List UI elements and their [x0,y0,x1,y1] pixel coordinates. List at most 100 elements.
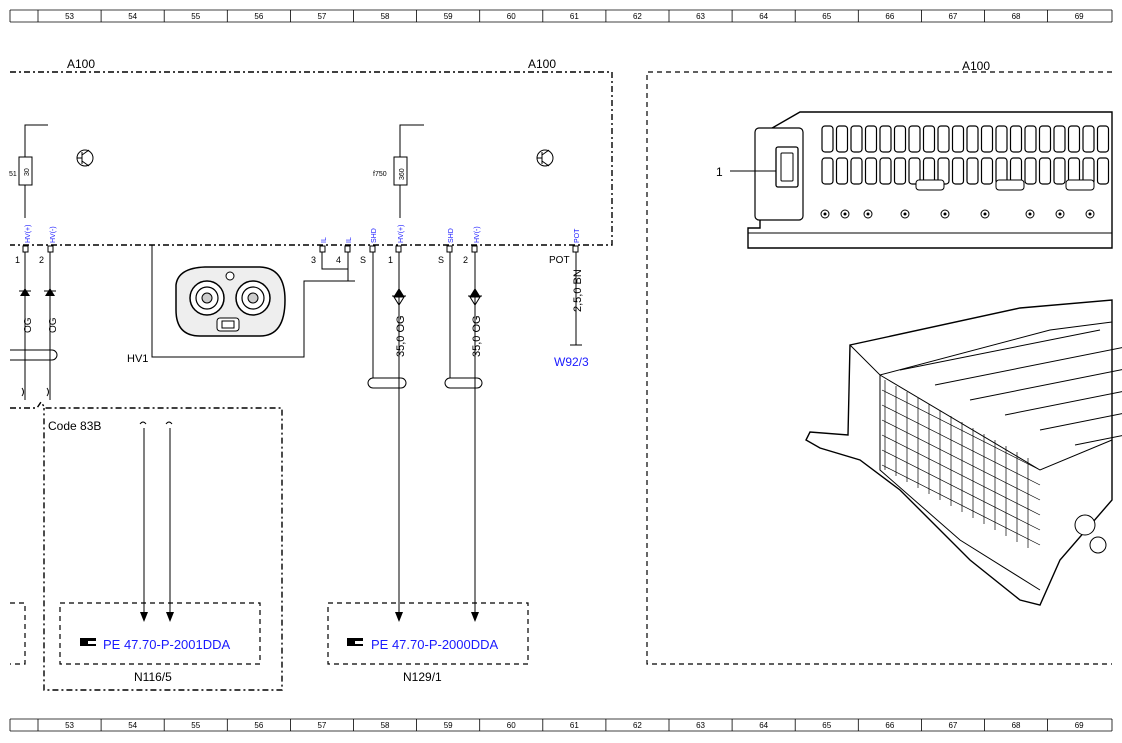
wire-label-bn: 2,5,0 BN [572,269,584,312]
ruler-column-number: 55 [191,721,200,730]
ruler-column-number: 68 [1012,12,1021,21]
ground-point-w92-3[interactable]: W92/3 [554,355,589,369]
pin-number: 3 [311,255,316,265]
a100-illustration-panel: A100 1 [646,59,1122,665]
wire-label-35-og: 35,0 OG [471,315,483,357]
transistor-icon [76,149,94,167]
ruler-column-number: 56 [254,12,263,21]
pin-number: 2 [463,255,468,265]
code-83b-box: Code 83B [10,400,283,691]
ruler-column-number: 65 [822,721,831,730]
ruler-column-number: 58 [381,721,390,730]
top-ruler: 53 54 55 56 57 58 59 60 61 62 63 64 65 66 67 68 69 [9,9,1113,23]
pin-name: IL [321,237,328,243]
resistor-side-label-f750: f750 [373,171,387,178]
resistor-360: 360 f750 [373,124,424,218]
resistor-value-30: 30 [24,168,31,176]
pin-number: 2 [39,255,44,265]
ruler-column-number: 57 [317,721,326,730]
ruler-column-number: 53 [65,12,74,21]
pin-shield-label: S [438,255,444,265]
pin-name: POT [574,228,581,243]
ruler-column-number: 66 [885,721,894,730]
battery-front-view-image: 1 [716,111,1113,249]
reference-link-2000dda[interactable]: PE 47.70-P-2000DDA [371,637,499,652]
pin-shd-1: SHD S [360,228,407,389]
callout-number: 1 [716,165,723,179]
ruler-column-number: 68 [1012,721,1021,730]
code-label: Code 83B [48,419,101,433]
ruler-column-number: 65 [822,12,831,21]
n116-5-box: PE 47.70-P-2001DDA N116/5 [59,602,261,684]
pin-pot: POT POT 2,5,0 BN W92/3 [549,228,589,369]
ruler-column-number: 62 [633,721,642,730]
pin-name: HV(+) [398,225,405,243]
ruler-column-number: 64 [759,721,768,730]
pin-il-4: IL 4 [336,237,353,265]
ruler-column-number: 62 [633,12,642,21]
ruler-column-number: 55 [191,12,200,21]
manual-pointer-icon [347,638,365,646]
pin-shd-2: SHD S [438,228,483,389]
pin-name: SHD [371,228,378,243]
a100-label-right: A100 [962,59,990,73]
ruler-column-number: 54 [128,12,137,21]
ruler-column-number: 60 [507,12,516,21]
pin-hv-minus: HV(-) 2 35,0 OG [463,226,483,622]
transistor-icon [536,149,554,167]
a100-module-box: A100 A100 [10,57,613,246]
ruler-column-number: 64 [759,12,768,21]
ruler-column-number: 56 [254,721,263,730]
resistor-side-label-51: 51 [9,171,17,178]
resistor-30: 30 51 [9,124,48,218]
manual-pointer-icon [80,638,98,646]
pin-il-3: IL 3 [311,237,328,265]
ruler-column-number: 69 [1075,721,1084,730]
reference-link-2001dda[interactable]: PE 47.70-P-2001DDA [103,637,231,652]
resistor-value-360: 360 [399,168,406,180]
pin-name: HV(-) [50,226,57,243]
pin-name: HV(-) [474,226,481,243]
ruler-column-number: 60 [507,721,516,730]
ruler-column-number: 53 [65,721,74,730]
pin-number: 1 [15,255,20,265]
hv1-label: HV1 [127,353,148,365]
n129-1-box: PE 47.70-P-2000DDA N129/1 [327,602,529,684]
ruler-column-number: 58 [381,12,390,21]
ruler-column-number: 67 [948,721,957,730]
n116-label: N116/5 [134,670,172,684]
pin-pot-label: POT [549,255,570,266]
wire-label-og: OG [23,317,34,333]
wire-label-og: OG [48,317,59,333]
ruler-column-number: 59 [444,721,453,730]
pin-number: 1 [388,255,393,265]
pin-hv-plus-left: HV(+) 1 [15,225,32,400]
pin-hv-minus-left: HV(-) 2 [39,226,57,400]
wire-label-35-og: 35,0 OG [395,315,407,357]
battery-iso-view-image [805,299,1122,606]
pin-name: SHD [448,228,455,243]
a100-label-left: A100 [67,57,95,71]
pin-number: 4 [336,255,341,265]
n129-label: N129/1 [403,670,442,684]
ruler-column-number: 61 [570,12,579,21]
ruler-column-number: 54 [128,721,137,730]
ruler-column-number: 67 [948,12,957,21]
ruler-column-number: 59 [444,12,453,21]
connector-arrows-left: OG OG [10,288,59,397]
hv1-connector: HV1 [127,245,355,365]
ruler-column-number: 66 [885,12,894,21]
ruler-column-number: 63 [696,12,705,21]
pin-name: HV(+) [25,225,32,243]
ruler-column-number: 57 [317,12,326,21]
pin-hv-plus: HV(+) 1 35,0 OG [388,225,407,622]
ruler-column-number: 61 [570,721,579,730]
ruler-column-number: 63 [696,721,705,730]
hv-connector-icon [175,266,286,337]
bottom-ruler: 53 54 55 56 57 58 59 60 61 62 63 64 65 66 67 68 69 [9,718,1113,732]
pin-name: IL [346,237,353,243]
a100-label-mid: A100 [528,57,556,71]
pin-shield-label: S [360,255,366,265]
ruler-column-number: 69 [1075,12,1084,21]
